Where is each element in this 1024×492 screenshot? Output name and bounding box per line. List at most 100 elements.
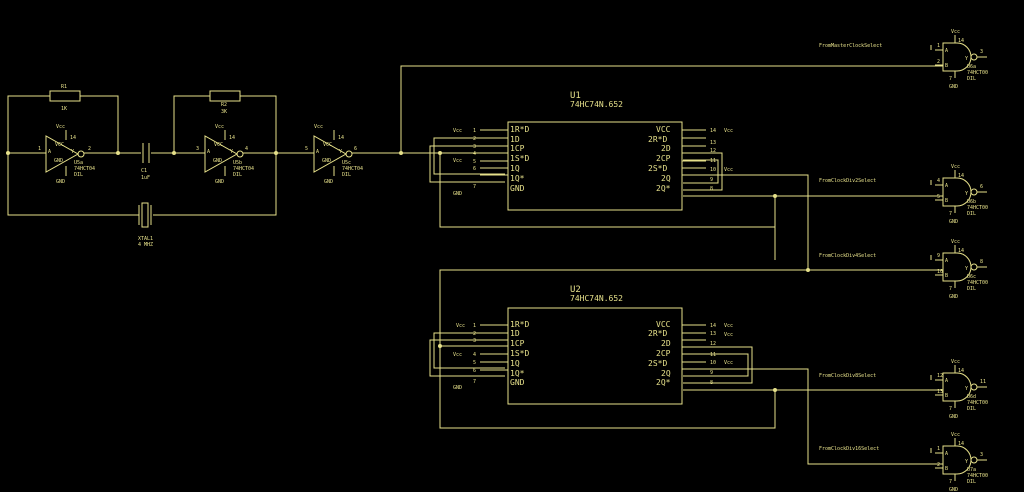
gate-pkg: DIL (967, 479, 976, 485)
u5c-ref: U5c (342, 160, 351, 166)
u2-right-label: 2S*D (648, 359, 667, 368)
u5c-pin-y: Y (339, 149, 342, 155)
wire (683, 174, 943, 271)
signal-label: FromClockDiv4Select (819, 253, 876, 259)
u2-left-pin: 6 (473, 368, 476, 374)
u5a-pin-y: Y (71, 149, 74, 155)
inverter-u5b: Vcc 14 VCC A Y GND U5b 74HCT04 DIL GND 3… (196, 124, 254, 185)
gate-pin-vcc: 14 (958, 173, 964, 179)
gate-vcc: Vcc (951, 432, 960, 438)
flipflop-u1: U1 74HC74N.652 (507, 91, 683, 211)
gate-pin-b: 2 (937, 462, 940, 468)
wire (7, 95, 50, 153)
u1-left-label: 1Q* (510, 174, 525, 183)
wire (439, 153, 776, 228)
u5b-pkg: DIL (233, 172, 242, 178)
wire (400, 65, 943, 153)
resistor-r1 (49, 90, 81, 102)
gate-letter-b: B (945, 393, 948, 399)
inverter-u5c: Vcc 14 VCC A Y GND U5c 74HCT04 DIL GND 5… (305, 124, 363, 185)
u2-ref: U2 (570, 285, 581, 295)
junction (116, 151, 120, 155)
gate-pin-y: 3 (980, 49, 983, 55)
wire (429, 145, 505, 183)
wire (429, 339, 505, 377)
u2-right-ext: Vcc (724, 332, 733, 338)
nand-gate-u7a: FromClockDiv16SelectVccGND121473ABYU7a74… (819, 432, 988, 492)
wire (683, 353, 749, 377)
inverter-u5a: Vcc 14 VCC A Y GND U5a 74HCT04 DIL GND 1… (38, 124, 95, 185)
nand-gate-bubble (970, 188, 978, 196)
gate-pin-vcc: 14 (958, 38, 964, 44)
gate-pin-a: 12 (937, 373, 943, 379)
gate-pin-b: 10 (937, 269, 943, 275)
gate-ref: U6d (967, 394, 976, 400)
gate-pin-y: 11 (980, 379, 986, 385)
u5c-vcc-lbl: VCC (323, 142, 332, 148)
u5a-part: 74HCT04 (74, 166, 95, 172)
gate-pin-vcc: 14 (958, 368, 964, 374)
u1-right-label: 2Q* (656, 184, 671, 193)
gate-pin-gnd: 7 (949, 479, 952, 485)
gate-pkg: DIL (967, 406, 976, 412)
gate-part: 74HCT00 (967, 280, 988, 286)
u5a-vcc-lbl: VCC (55, 142, 64, 148)
u5c-gnd: GND (324, 179, 333, 185)
gate-gnd: GND (949, 487, 958, 492)
u5a-pin-vcc: 14 (70, 135, 76, 141)
crystal-xtal1 (141, 202, 149, 228)
gate-letter-y: Y (965, 191, 968, 197)
gate-pin-b: 13 (937, 389, 943, 395)
u2-left-pin: 1 (473, 323, 476, 329)
nand-gate-bubble (970, 456, 978, 464)
u2-left-label: GND (510, 378, 525, 387)
gate-vcc: Vcc (951, 29, 960, 35)
gate-letter-y: Y (965, 386, 968, 392)
u1-left-label: GND (510, 184, 525, 193)
u1-right-pin: 12 (710, 148, 716, 154)
u5a-pin-in: 1 (38, 146, 41, 152)
gate-ref: U7a (967, 467, 976, 473)
u1-left-label: 1S*D (510, 154, 529, 163)
junction (172, 151, 176, 155)
u5c-pin-out: 6 (354, 146, 357, 152)
gate-pin-b: 2 (937, 59, 940, 65)
u5c-pkg: DIL (342, 172, 351, 178)
gate-pin-a: 1 (937, 43, 940, 49)
u5c-pin-vcc: 14 (338, 135, 344, 141)
u5a-pin-out: 2 (88, 146, 91, 152)
gate-letter-y: Y (965, 459, 968, 465)
nand-gates: FromMasterClockSelectVccGND121473ABYU6a7… (819, 29, 988, 492)
gate-pin-y: 3 (980, 452, 983, 458)
u1-left-pin: 3 (473, 144, 476, 150)
u5b-pin-y: Y (230, 149, 233, 155)
u2-right-pin: 8 (710, 380, 713, 386)
u2-right-ext: Vcc (724, 360, 733, 366)
flipflop-u2: U2 74HC74N.652 1R*D 1D 1CP 1S*D 1Q 1Q* G… (453, 285, 733, 405)
gate-part: 74HCT00 (967, 473, 988, 479)
u2-right-pin: 10 (710, 360, 716, 366)
u2-right-label: 2D (661, 339, 671, 348)
u1-right-ext: Vcc (724, 128, 733, 134)
gate-letter-b: B (945, 273, 948, 279)
nand-gate-u6d: FromClockDiv8SelectVccGND121314711ABYU6d… (819, 359, 988, 420)
u5b-gnd-lbl: GND (213, 158, 222, 164)
gate-letter-b: B (945, 466, 948, 472)
u2-left-ext: Vcc (453, 352, 462, 358)
u1-right-label: 2R*D (648, 135, 667, 144)
gate-pin-a: 9 (937, 253, 940, 259)
gate-pin-vcc: 14 (958, 248, 964, 254)
nand-gate-u6c: FromClockDiv4SelectVccGND9101478ABYU6c74… (819, 239, 988, 300)
flipflop-u1-pins: 1R*D 1D 1CP 1S*D 1Q 1Q* GND VCC 2R*D 2D … (453, 125, 733, 197)
u2-right-label: 2R*D (648, 329, 667, 338)
gate-letter-b: B (945, 198, 948, 204)
gate-pin-b: 5 (937, 194, 940, 200)
u5c-gnd-lbl: GND (322, 158, 331, 164)
wire (7, 153, 139, 216)
u1-right-pin: 14 (710, 128, 716, 134)
u2-left-pin: 7 (473, 379, 476, 385)
u1-right-label: 2D (661, 144, 671, 153)
gate-gnd: GND (949, 84, 958, 90)
u2-right-label: 2CP (656, 349, 671, 358)
